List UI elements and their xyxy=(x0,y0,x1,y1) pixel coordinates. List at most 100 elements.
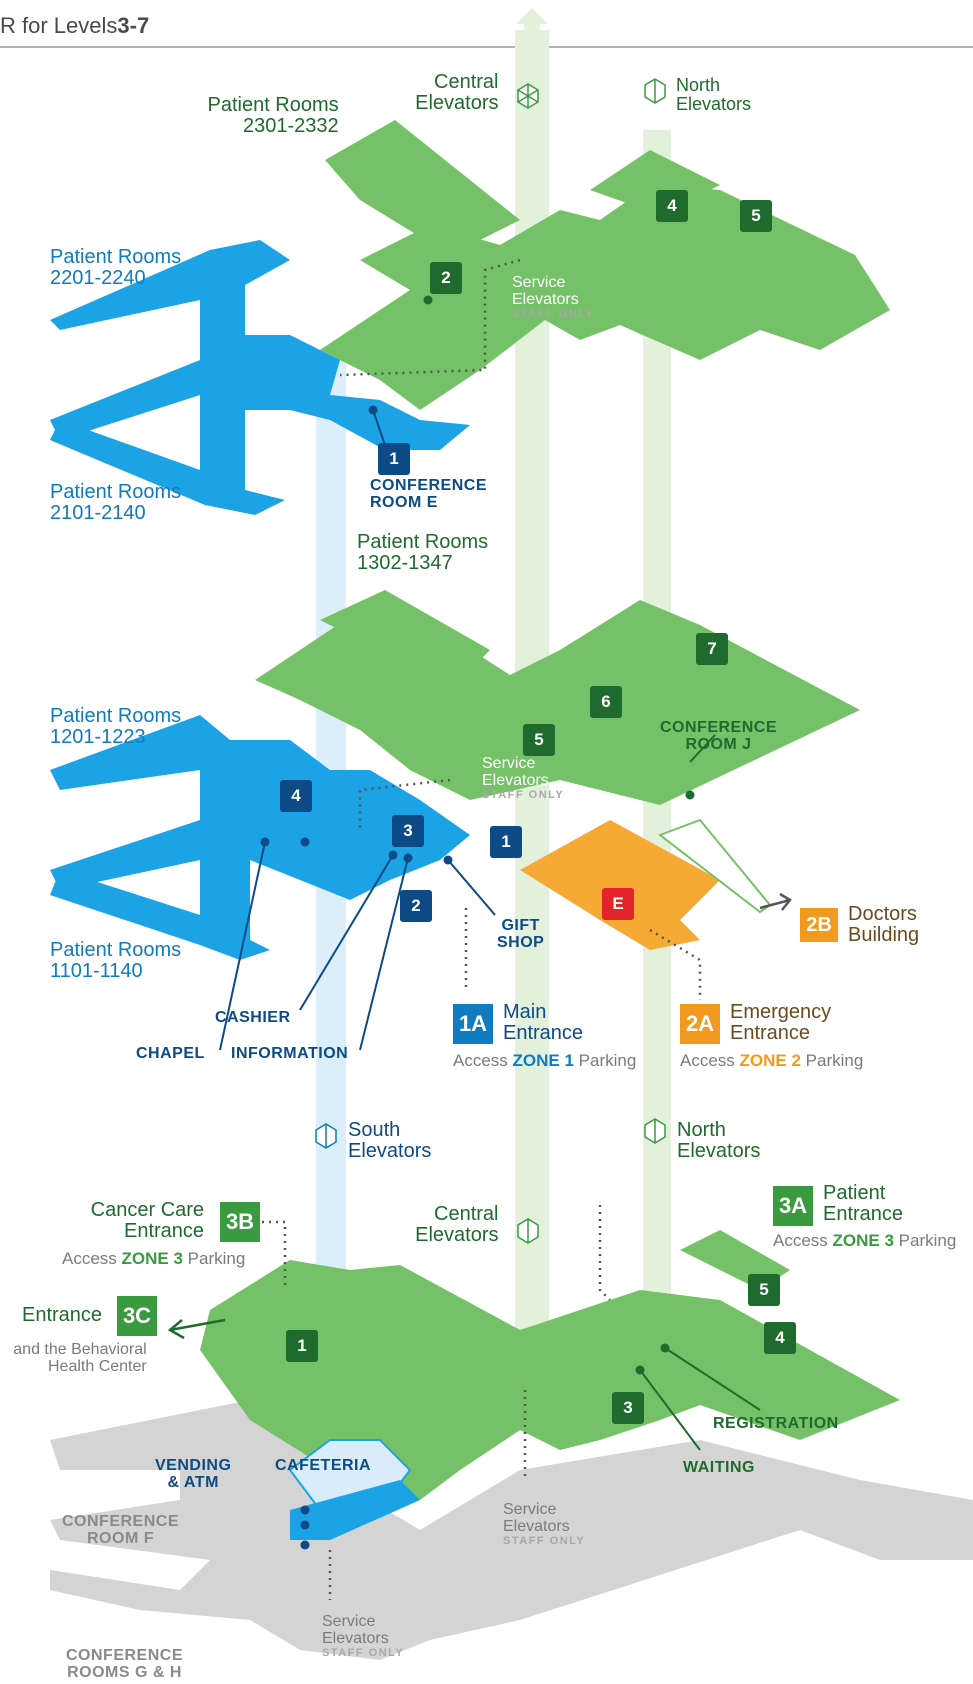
emergency-entrance-badge: 2A xyxy=(680,1004,720,1044)
ground-floor xyxy=(50,1230,973,1660)
level2-north-elevators-label: North Elevators xyxy=(676,76,751,114)
patient-entrance-badge: 3A xyxy=(773,1186,813,1226)
rooms-title: Patient Rooms xyxy=(50,481,182,503)
line: Elevators xyxy=(348,1140,432,1162)
line: ROOMS G & H xyxy=(67,1663,182,1681)
line: & ATM xyxy=(167,1473,219,1491)
south-elevators-label: South Elevators xyxy=(348,1120,431,1162)
ground-service-elevators-b: Service Elevators STAFF ONLY xyxy=(322,1613,404,1659)
level2-north-wing xyxy=(325,120,520,255)
line: SHOP xyxy=(497,933,545,951)
page-header: R for Levels3-7 xyxy=(0,14,149,37)
ground-central-elevators-label: Central Elevators xyxy=(414,1204,498,1246)
staff-only: STAFF ONLY xyxy=(512,307,595,320)
line: Building xyxy=(848,924,920,946)
main-entrance-label: Main Entrance xyxy=(503,1002,583,1044)
main-entrance-access: Access ZONE 1 Parking xyxy=(453,1052,636,1070)
cancer-care-badge: 3B xyxy=(220,1202,260,1242)
conference-room-f: CONFERENCE ROOM F xyxy=(62,1513,179,1548)
line: Cancer Care xyxy=(90,1199,205,1221)
level-2-floor xyxy=(50,120,890,515)
level2-badge-2: 2 xyxy=(430,262,462,294)
chapel-label: CHAPEL xyxy=(136,1045,205,1062)
level1-w1-rooms-label: Patient Rooms 1201-1223 xyxy=(50,706,181,748)
entrance-3c-badge: 3C xyxy=(117,1296,157,1336)
line: Elevators xyxy=(512,290,579,308)
information-label: INFORMATION xyxy=(231,1045,349,1062)
level1-badge-2: 2 xyxy=(400,890,432,922)
level1-badge-5: 5 xyxy=(523,724,555,756)
registration-label: REGISTRATION xyxy=(713,1415,839,1432)
central-elevator-icon-bottom xyxy=(517,1218,539,1244)
rooms-range: 2301-2332 xyxy=(243,115,339,137)
line: Patient xyxy=(823,1182,886,1204)
line: Service xyxy=(482,755,536,772)
south-elevator-icon xyxy=(315,1123,337,1149)
patient-entrance-access: Access ZONE 3 Parking xyxy=(773,1232,956,1250)
emergency-entrance-access: Access ZONE 2 Parking xyxy=(680,1052,863,1070)
rooms-range: 1101-1140 xyxy=(50,960,143,982)
line: Elevators xyxy=(415,1224,499,1246)
line: Elevators xyxy=(482,771,549,789)
level1-badge-3: 3 xyxy=(392,815,424,847)
main-entrance-badge: 1A xyxy=(453,1004,493,1044)
line: Emergency xyxy=(730,1001,832,1023)
level2-badge-5: 5 xyxy=(740,200,772,232)
access-word: Access xyxy=(680,1051,735,1070)
line: Central xyxy=(434,71,499,93)
header-prefix: R for Levels xyxy=(0,13,118,38)
level1-w2-rooms-label: Patient Rooms 1101-1140 xyxy=(50,940,181,982)
line: Health Center xyxy=(48,1357,147,1375)
line: CONFERENCE xyxy=(66,1647,184,1664)
central-elevator-icon-top xyxy=(517,83,539,109)
zone: ZONE 3 xyxy=(121,1249,183,1268)
level1-orange xyxy=(520,820,720,950)
cancer-care-label: Cancer Care Entrance xyxy=(88,1200,204,1242)
line: Elevators xyxy=(503,1517,570,1535)
parking-word: Parking xyxy=(187,1249,246,1268)
ground-badge-3: 3 xyxy=(612,1392,644,1424)
level2-central-elevators-label: Central Elevators xyxy=(414,72,498,114)
north-elevator-icon-bottom xyxy=(644,1118,666,1144)
level-1-floor xyxy=(50,590,860,960)
vending-atm-label: VENDING & ATM xyxy=(155,1457,231,1492)
ground-badge-4: 4 xyxy=(764,1322,796,1354)
line: ROOM F xyxy=(87,1529,154,1547)
entrance-3c-label: Entrance xyxy=(22,1304,103,1326)
conference-room-j: CONFERENCE ROOM J xyxy=(660,719,778,754)
level1-badge-1: 1 xyxy=(490,826,522,858)
line: Main xyxy=(503,1001,547,1023)
level1-badge-4: 4 xyxy=(280,780,312,812)
line: ROOM E xyxy=(370,493,438,511)
zone: ZONE 2 xyxy=(739,1051,801,1070)
level2-blue-wing xyxy=(50,240,470,515)
line: CONFERENCE xyxy=(660,719,778,736)
parking-word: Parking xyxy=(805,1051,864,1070)
doctors-building-label: Doctors Building xyxy=(848,904,919,946)
line: Doctors xyxy=(848,903,917,925)
level2-w1-rooms-label: Patient Rooms 2201-2240 xyxy=(50,247,181,289)
line: and the Behavioral xyxy=(13,1341,147,1358)
level2-north-rooms-label: Patient Rooms 2301-2332 xyxy=(205,94,339,137)
rooms-title: Patient Rooms xyxy=(207,94,339,116)
rooms-range: 2201-2240 xyxy=(50,267,146,289)
callout-lines-green xyxy=(639,734,761,1451)
line: CONFERENCE xyxy=(370,477,488,494)
staff-only: STAFF ONLY xyxy=(503,1534,586,1547)
level2-service-elevators: Service Elevators STAFF ONLY xyxy=(512,274,595,320)
cafeteria-label: CAFETERIA xyxy=(275,1457,372,1474)
line: Entrance xyxy=(823,1203,904,1225)
rooms-title: Patient Rooms xyxy=(50,939,182,961)
waiting-label: WAITING xyxy=(683,1459,755,1476)
level1-north-rooms-label: Patient Rooms 1302-1347 xyxy=(357,532,488,574)
line: Service xyxy=(512,274,566,291)
level2-badge-4: 4 xyxy=(656,190,688,222)
callout-dots xyxy=(260,405,453,1550)
behavioral-health-label: and the Behavioral Health Center xyxy=(8,1341,147,1376)
emergency-badge: E xyxy=(602,888,634,920)
cancer-care-access: Access ZONE 3 Parking xyxy=(62,1250,245,1268)
line: Elevators xyxy=(677,1140,761,1162)
elevator-cube-icons xyxy=(517,78,666,1244)
parking-word: Parking xyxy=(578,1051,637,1070)
ground-service-elevators-a: Service Elevators STAFF ONLY xyxy=(503,1501,586,1547)
